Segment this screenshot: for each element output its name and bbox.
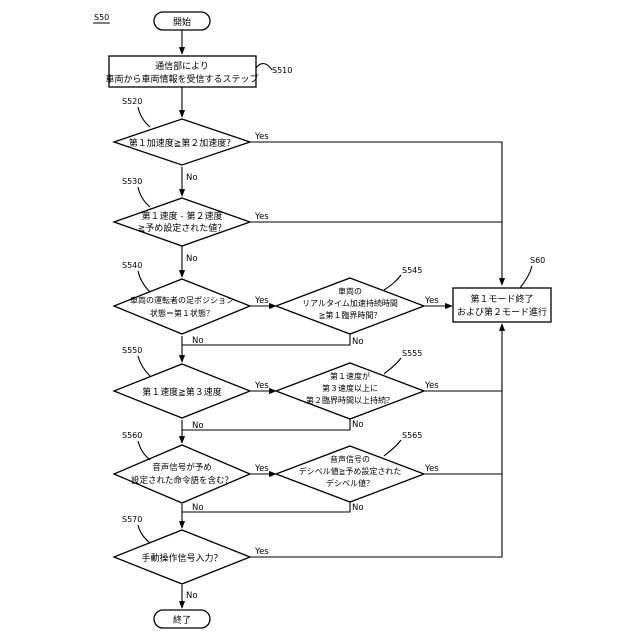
s545-ref-label: S545	[402, 266, 422, 275]
decision-s545: 車両の リアルタイム加速持続時間 ≧第１臨界時間？	[276, 278, 424, 334]
step-s510: 通信部により 車両から車両情報を受信するステップ	[105, 56, 258, 87]
s555-ref-label: S555	[402, 349, 422, 358]
s550-yes-label: Yes	[254, 381, 269, 391]
s545-no-label: No	[192, 336, 204, 346]
figure-label: S50	[94, 13, 109, 22]
s555-no-label-right: No	[352, 420, 364, 430]
s540-line-1: 車両の運転者の足ポジション	[130, 295, 234, 305]
s540-yes-label: Yes	[254, 296, 269, 306]
decision-s555: 第１速度が 第３速度以上に 第２臨界時間以上持続？	[276, 363, 424, 419]
s550-ref-label: S550	[122, 346, 142, 355]
end-terminal: 終了	[154, 610, 210, 628]
s60-ref-label: S60	[530, 256, 545, 265]
s530-line-2: ≧予め設定された値？	[138, 222, 227, 234]
s545-yes-label: Yes	[424, 296, 439, 306]
s530-ref-label: S530	[122, 177, 142, 186]
s510-line-2: 車両から車両情報を受信するステップ	[105, 73, 258, 85]
s555-line-3: 第２臨界時間以上持続？	[306, 395, 394, 405]
s520-text: 第１加速度≧第２加速度？	[129, 137, 236, 149]
decision-s550: 第１速度≧第３速度	[114, 364, 250, 418]
s555-yes-label: Yes	[424, 381, 439, 391]
s545-no-label-right: No	[352, 337, 364, 347]
s560-ref-label: S560	[122, 431, 142, 440]
s570-yes-label: Yes	[254, 547, 269, 557]
s530-no-label: No	[186, 254, 198, 264]
s560-yes-label: Yes	[254, 464, 269, 474]
decision-s540: 車両の運転者の足ポジション 状態＝第１状態？	[114, 279, 250, 334]
s565-yes-label: Yes	[424, 464, 439, 474]
s545-line-1: 車両の	[338, 286, 362, 296]
end-label: 終了	[173, 614, 191, 626]
s555-no-label: No	[192, 421, 204, 431]
s510-line-1: 通信部により	[155, 60, 209, 72]
s570-no-label: No	[186, 591, 198, 601]
s520-ref-label: S520	[122, 97, 142, 106]
step-s60: 第１モード終了 および第２モード進行	[453, 288, 551, 322]
s60-line-2: および第２モード進行	[457, 306, 547, 318]
s565-line-3: デシベル値？	[326, 478, 374, 488]
s565-line-2: デシベル値≧予め設定された	[299, 466, 402, 476]
s520-no-label: No	[186, 173, 198, 183]
s550-text: 第１速度≧第３速度	[142, 386, 222, 398]
s520-yes-label: Yes	[254, 132, 269, 142]
s60-line-1: 第１モード終了	[470, 293, 533, 305]
decision-s565: 音声信号の デシベル値≧予め設定された デシベル値？	[276, 446, 424, 502]
s540-ref-label: S540	[122, 261, 142, 270]
s530-line-1: 第１速度 - 第２速度	[142, 210, 223, 222]
s530-yes-label: Yes	[254, 212, 269, 222]
s555-line-2: 第３速度以上に	[322, 383, 378, 393]
s560-line-1: 音声信号が予め	[152, 462, 212, 473]
decision-s520: 第１加速度≧第２加速度？	[114, 119, 250, 165]
s545-line-3: ≧第１臨界時間？	[319, 310, 382, 320]
s560-line-2: 設定された命令語を含む？	[131, 475, 233, 486]
decision-s570: 手動操作信号入力？	[114, 530, 250, 584]
s555-line-1: 第１速度が	[330, 371, 370, 381]
start-terminal: 開始	[154, 12, 210, 30]
start-label: 開始	[173, 16, 191, 28]
s560-no-label: No	[192, 503, 204, 513]
s565-ref-label: S565	[402, 431, 422, 440]
decision-s560: 音声信号が予め 設定された命令語を含む？	[114, 445, 250, 503]
s565-line-1: 音声信号の	[330, 454, 370, 464]
s565-no-label: No	[352, 503, 364, 513]
s545-line-2: リアルタイム加速持続時間	[302, 298, 398, 308]
s540-line-2: 状態＝第１状態？	[150, 308, 214, 318]
branch-labels: Yes No Yes No Yes Yes No No Yes Yes No Y…	[186, 132, 439, 601]
s510-ref-label: S510	[272, 66, 292, 75]
s570-text: 手動操作信号入力？	[141, 552, 222, 564]
s570-ref-label: S570	[122, 515, 142, 524]
decision-s530: 第１速度 - 第２速度 ≧予め設定された値？	[114, 198, 250, 246]
